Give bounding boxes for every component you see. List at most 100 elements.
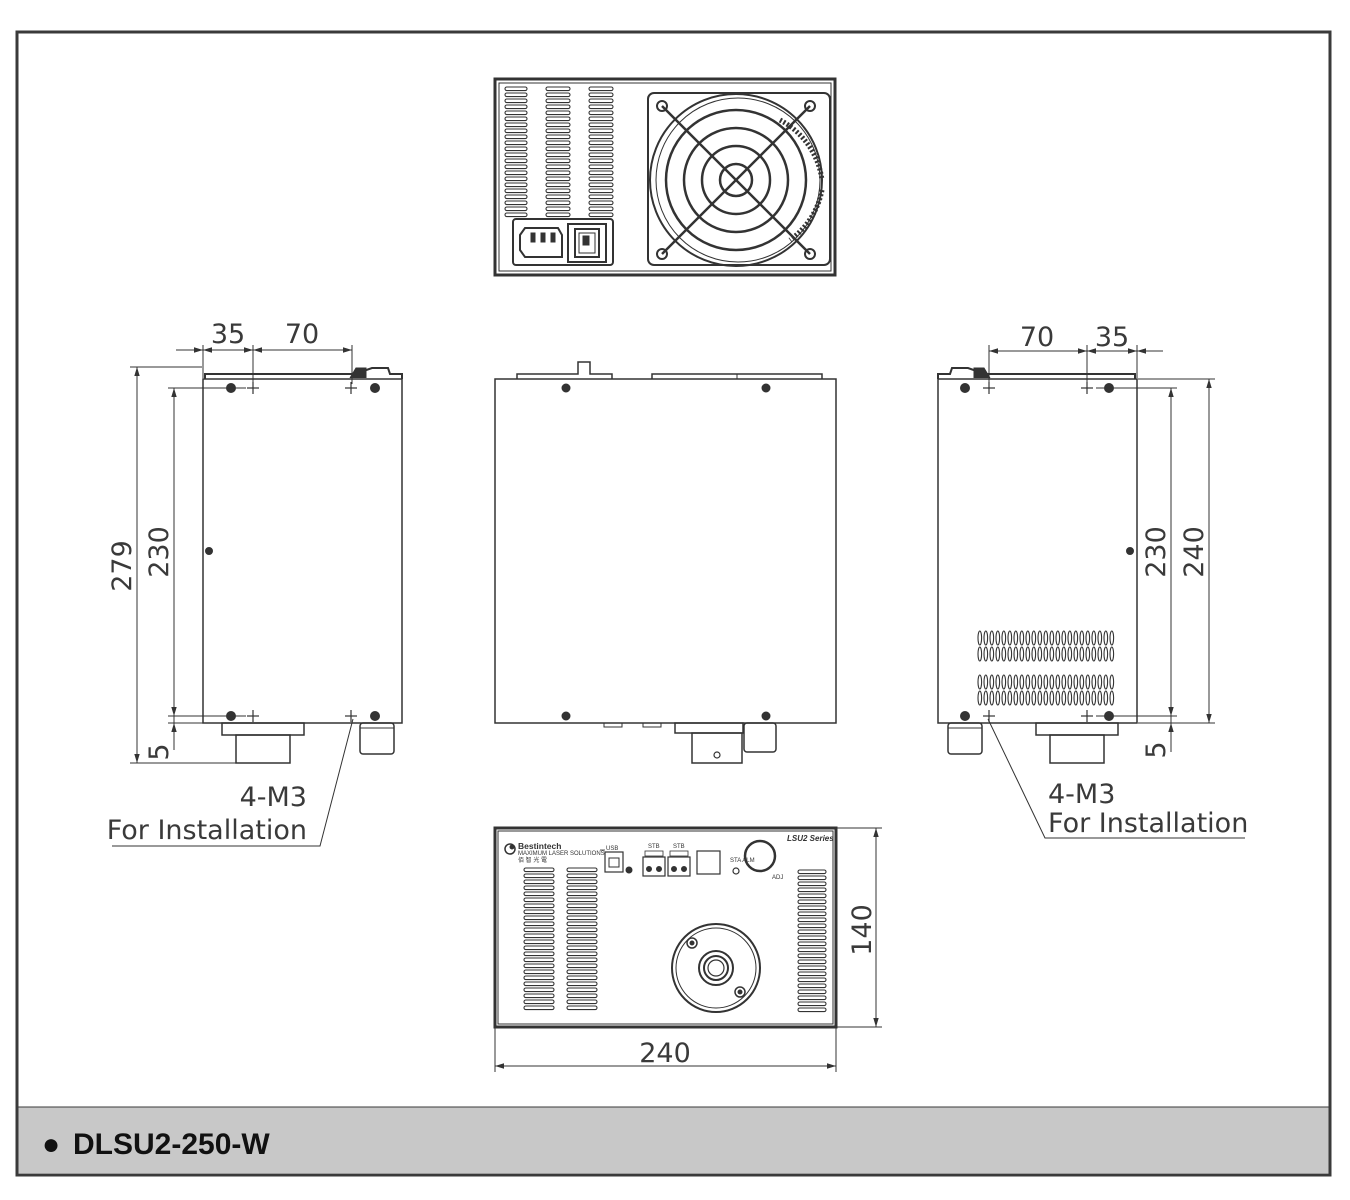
adj-knob (743, 839, 777, 873)
vent-slot (1085, 630, 1091, 646)
vent-slot (797, 1001, 827, 1007)
vent-slot (1025, 646, 1031, 662)
vent-slot (545, 86, 571, 92)
model-title: DLSU2-250-W (73, 1128, 270, 1161)
vent-slot (523, 903, 555, 909)
dim-left-35: 35 (211, 319, 245, 350)
vent-slot (566, 975, 598, 981)
outer-frame (15, 30, 1332, 1177)
vent-slot (588, 212, 614, 218)
display-window (696, 850, 721, 875)
vent-slot (1085, 646, 1091, 662)
vent-slot (1043, 690, 1049, 706)
brand-name: Bestintech (518, 841, 561, 851)
vent-slot (523, 915, 555, 921)
vent-slot (1037, 630, 1043, 646)
stb-connector-1 (642, 850, 666, 877)
vent-slot (1043, 674, 1049, 690)
vent-slot (588, 92, 614, 98)
vent-slot (983, 674, 989, 690)
fiber-output-port (671, 923, 761, 1013)
vent-slot (504, 158, 528, 164)
vent-slot (523, 921, 555, 927)
dim-140: 140 (847, 904, 878, 956)
vent-slot (504, 152, 528, 158)
vent-slot (566, 945, 598, 951)
vent-slot (523, 987, 555, 993)
vent-slot (797, 971, 827, 977)
vent-slot (566, 957, 598, 963)
vent-slot (1091, 646, 1097, 662)
vent-slot (1061, 630, 1067, 646)
vent-slot (1055, 646, 1061, 662)
vent-slot (1073, 690, 1079, 706)
model-bullet: ● (42, 1128, 60, 1161)
vent-slot (588, 176, 614, 182)
vent-slot (995, 674, 1001, 690)
vent-slot (797, 977, 827, 983)
vent-slot (504, 140, 528, 146)
power-inlet (512, 218, 614, 266)
vent-slot (977, 690, 983, 706)
vent-slot (523, 891, 555, 897)
vent-slot (797, 917, 827, 923)
vent-slot (504, 110, 528, 116)
vent-slot (977, 646, 983, 662)
vent-slot (1007, 630, 1013, 646)
vent-slot (545, 170, 571, 176)
vent-slot (545, 92, 571, 98)
vent-slot (566, 1005, 598, 1011)
vent-slot (995, 630, 1001, 646)
vent-slot (1019, 674, 1025, 690)
vent-slot (504, 134, 528, 140)
dim-240-width: 240 (639, 1038, 691, 1069)
left-screw-purpose: For Installation (107, 815, 307, 846)
vent-slot (588, 158, 614, 164)
dimension-lines (112, 345, 1245, 1072)
vent-slot (1031, 690, 1037, 706)
brand-chinese: 佰 智 光 電 (518, 856, 547, 864)
vent-slot (545, 146, 571, 152)
vent-slot (1055, 630, 1061, 646)
power-switch (567, 223, 607, 263)
rear-panel-view (493, 77, 837, 277)
vent-slot (504, 200, 528, 206)
vent-slot (545, 188, 571, 194)
vent-slot (566, 915, 598, 921)
vent-slot (797, 875, 827, 881)
vent-slot (523, 1005, 555, 1011)
vent-slot (1103, 690, 1109, 706)
dim-279: 279 (107, 540, 138, 592)
vent-slot (504, 206, 528, 212)
vent-slot (566, 999, 598, 1005)
vent-slot (1109, 646, 1115, 662)
vent-slot (995, 646, 1001, 662)
dim-left-5: 5 (144, 743, 175, 760)
vent-slot (545, 182, 571, 188)
vent-slot (545, 110, 571, 116)
vent-slot (797, 935, 827, 941)
vent-slot (566, 981, 598, 987)
vent-slot (566, 939, 598, 945)
status-led (732, 867, 740, 875)
vent-slot (566, 909, 598, 915)
vent-slot (588, 152, 614, 158)
side-vent-slots (977, 630, 1115, 706)
vent-slot (1013, 690, 1019, 706)
vent-slot (995, 690, 1001, 706)
vent-slot (545, 152, 571, 158)
dim-left-70: 70 (285, 319, 319, 350)
vent-slot (1001, 690, 1007, 706)
vent-slot (504, 176, 528, 182)
vent-slot (504, 182, 528, 188)
vent-slot (588, 194, 614, 200)
vent-slot (504, 122, 528, 128)
vent-slot (545, 164, 571, 170)
vent-slot (1025, 674, 1031, 690)
vent-slot (588, 98, 614, 104)
vent-slot (1007, 690, 1013, 706)
vent-slot (566, 873, 598, 879)
vent-slot (1037, 674, 1043, 690)
vent-slot (1061, 646, 1067, 662)
